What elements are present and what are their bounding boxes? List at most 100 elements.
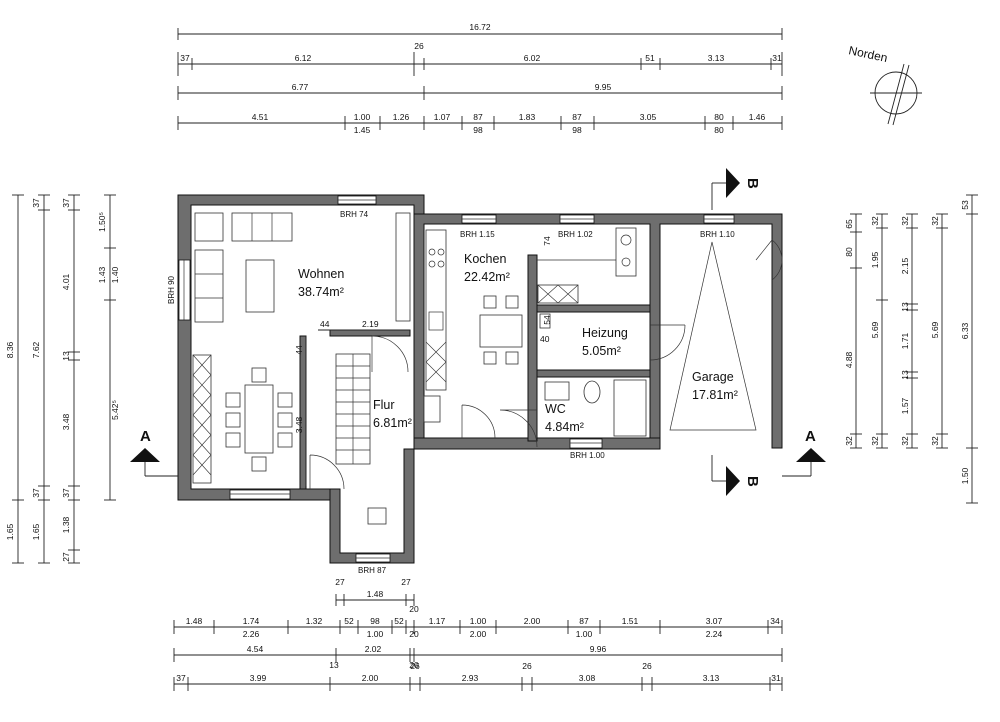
dim-top-r1-1: 6.12 xyxy=(295,53,312,63)
room-flur-area: 6.81m² xyxy=(373,416,412,430)
dim-right-c2-1: 1.95 xyxy=(870,251,880,268)
section-a-right: A xyxy=(805,428,816,445)
wall-flur-west xyxy=(299,335,307,490)
dim-left-c3-6: 27 xyxy=(61,552,71,562)
dim-right-c1-2: 4.88 xyxy=(844,351,854,368)
dim-bot-r1-5: 52 xyxy=(394,616,404,626)
dim-right-c4-1: 5.69 xyxy=(930,321,940,338)
inner-dimensions: 44 2.19 44 3.48 54 40 74 xyxy=(294,236,552,486)
dim-bot-stair-0: 27 xyxy=(335,577,345,587)
dim-right-c1-1: 80 xyxy=(844,247,854,257)
dim-bot-r1-7: 1.17 xyxy=(429,616,446,626)
dim-bot-r1s-0: 2.26 xyxy=(243,629,260,639)
dim-top-r3-3: 1.07 xyxy=(434,112,451,122)
dim-bot-r1s-5: 2.24 xyxy=(706,629,723,639)
brh-flur-bottom: BRH 87 xyxy=(358,566,387,575)
dim-bot-r2-4: 9.96 xyxy=(590,644,607,654)
north-arrow: Norden xyxy=(847,43,922,126)
dim-bot-r1-12: 3.07 xyxy=(706,616,723,626)
dim-left-c4-2: 1.40 xyxy=(110,266,120,283)
section-b-bottom: B xyxy=(744,476,761,487)
wall-kochen-heizung xyxy=(527,254,538,442)
brh-wohnen-top: BRH 74 xyxy=(340,210,369,219)
room-wc-name: WC xyxy=(545,402,566,416)
dim-inner-40: 40 xyxy=(540,334,550,344)
dim-top-r1-5: 3.13 xyxy=(708,53,725,63)
dim-bot-r1-3: 52 xyxy=(344,616,354,626)
dim-top-r1-4: 51 xyxy=(645,53,655,63)
wall-heizung-bottom xyxy=(536,369,651,378)
dim-bot-r1-8: 1.00 xyxy=(470,616,487,626)
dim-bot-r3-5: 26 xyxy=(522,661,532,671)
dim-left-c3-5: 1.38 xyxy=(61,516,71,533)
wall-heizung-top xyxy=(536,304,651,313)
dim-bot-r1-10: 87 xyxy=(579,616,589,626)
dim-bot-r1s-1: 1.00 xyxy=(367,629,384,639)
dim-inner-54: 54 xyxy=(542,315,552,325)
dim-top-r3-6: 87 xyxy=(572,112,582,122)
dim-bot-r3-1: 3.99 xyxy=(250,673,267,683)
dim-top-r3s-2: 98 xyxy=(572,125,582,135)
bottom-dimension-chains: 27 27 1.48 1.48 1.74 1.32 52 98 52 20 1.… xyxy=(173,577,783,691)
section-a-left: A xyxy=(140,428,151,445)
room-wc-area: 4.84m² xyxy=(545,420,584,434)
dim-top-r3s-3: 80 xyxy=(714,125,724,135)
dim-right-c3-6: 32 xyxy=(900,436,910,446)
dim-top-r3-0: 4.51 xyxy=(252,112,269,122)
dim-left-c2-0: 37 xyxy=(31,198,41,208)
dim-bot-r1s-2: 20 xyxy=(409,629,419,639)
dim-right-c5-1: 6.33 xyxy=(960,322,970,339)
dim-top-r1-2: 26 xyxy=(414,41,424,51)
dim-right-c3-2: 13 xyxy=(900,302,910,312)
room-kochen-area: 22.42m² xyxy=(464,270,510,284)
dim-right-c2-0: 32 xyxy=(870,216,880,226)
dim-top-r2-1: 9.95 xyxy=(595,82,612,92)
dim-top-r1-0: 37 xyxy=(180,53,190,63)
north-label: Norden xyxy=(847,43,888,65)
section-marks: A A B B xyxy=(130,168,826,496)
dim-inner-74: 74 xyxy=(542,236,552,246)
staircase xyxy=(335,353,371,465)
room-garage-name: Garage xyxy=(692,370,734,384)
dim-left-c3-0: 37 xyxy=(61,198,71,208)
brh-wohnen-left: BRH 90 xyxy=(167,275,176,304)
brh-garage: BRH 1.10 xyxy=(700,230,735,239)
dim-right-c4-2: 32 xyxy=(930,436,940,446)
brh-wc: BRH 1.00 xyxy=(570,451,605,460)
dim-left-c1-0: 8.36 xyxy=(5,341,15,358)
dim-top-r3-2: 1.26 xyxy=(393,112,410,122)
window-sill-labels: BRH 74 BRH 90 BRH 1.15 BRH 1.02 BRH 1.10… xyxy=(167,210,735,575)
dim-left-c3-1: 4.01 xyxy=(61,273,71,290)
dim-bot-r3-6: 3.08 xyxy=(579,673,596,683)
dim-bot-r2-2: 13 xyxy=(329,660,339,670)
dim-bot-stair-2: 1.48 xyxy=(367,589,384,599)
windows xyxy=(178,195,735,563)
dim-bot-r2-3: 20 xyxy=(409,660,419,670)
dim-right-c2-2: 5.69 xyxy=(870,321,880,338)
dim-left-c4-0: 1.50⁵ xyxy=(97,212,107,232)
dim-right-c3-3: 1.71 xyxy=(900,332,910,349)
brh-kochen-a: BRH 1.15 xyxy=(460,230,495,239)
dim-bot-r3-7: 26 xyxy=(642,661,652,671)
dim-right-c2-3: 32 xyxy=(870,436,880,446)
dim-top-r1-3: 6.02 xyxy=(524,53,541,63)
room-wohnen-name: Wohnen xyxy=(298,267,344,281)
dim-left-c3-4: 37 xyxy=(61,488,71,498)
dim-right-c5-2: 1.50 xyxy=(960,467,970,484)
dim-right-c1-0: 65 xyxy=(844,219,854,229)
dim-right-c1-3: 32 xyxy=(844,436,854,446)
doors xyxy=(309,239,783,490)
dim-left-c4-1: 1.43 xyxy=(97,266,107,283)
top-dimension-chains: 16.72 37 6.12 26 6.02 51 3.13 31 6.77 9.… xyxy=(177,22,783,135)
dim-inner-44b: 44 xyxy=(294,345,304,355)
dim-inner-44a: 44 xyxy=(320,319,330,329)
dim-bot-r1-0: 1.48 xyxy=(186,616,203,626)
room-heizung-name: Heizung xyxy=(582,326,628,340)
dim-top-r3-4: 87 xyxy=(473,112,483,122)
section-b-top: B xyxy=(744,178,761,189)
dim-bot-r2-1: 2.02 xyxy=(365,644,382,654)
dim-inner-348: 3.48 xyxy=(294,416,304,433)
dim-bot-r3-3: 26 xyxy=(410,661,420,671)
room-wohnen-area: 38.74m² xyxy=(298,285,344,299)
dim-bot-r1-6: 20 xyxy=(409,604,419,614)
